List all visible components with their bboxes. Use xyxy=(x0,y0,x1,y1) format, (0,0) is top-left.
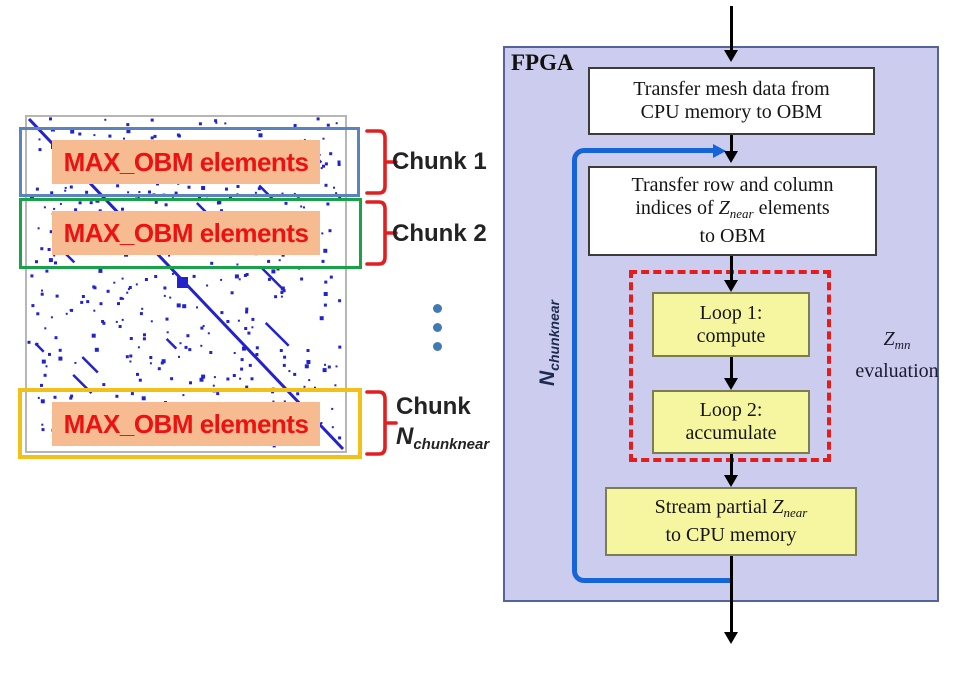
chunkN-outline xyxy=(18,388,362,459)
step-loop2-accumulate: Loop 2: accumulate xyxy=(652,390,810,454)
chunkN-brace xyxy=(365,390,398,456)
step-loop1-compute: Loop 1: compute xyxy=(652,292,810,357)
entry-arrowhead-icon xyxy=(724,50,738,62)
step-stream-partial: Stream partial Znear to CPU memory xyxy=(605,487,857,556)
exit-arrow-line xyxy=(729,556,733,633)
max-obm-label-3: MAX_OBM elements xyxy=(52,402,320,446)
step-transfer-mesh: Transfer mesh data from CPU memory to OB… xyxy=(588,67,875,135)
ellipsis-dot-2 xyxy=(433,323,442,332)
chunkN-label-line1: Chunk xyxy=(396,393,471,420)
step-loop1-line2: compute xyxy=(696,324,766,347)
chunk1-label: Chunk 1 xyxy=(392,148,487,175)
step-transfer-mesh-line2: CPU memory to OBM xyxy=(640,101,823,123)
chunk-loop-arrowhead-icon xyxy=(713,144,726,158)
chunk2-outline xyxy=(19,198,362,269)
arrow-line-4 xyxy=(729,454,733,476)
step-transfer-indices-line3: to OBM xyxy=(699,225,766,247)
max-obm-label-2: MAX_OBM elements xyxy=(52,211,320,255)
step-transfer-mesh-line1: Transfer mesh data from xyxy=(633,78,830,100)
arrow-line-3 xyxy=(729,357,733,379)
zmn-symbol: Zmn xyxy=(883,328,911,352)
chunk1-brace xyxy=(365,129,398,195)
step-loop2-line1: Loop 2: xyxy=(699,399,763,421)
chunk-loop-arrow-bottom xyxy=(719,578,732,583)
chunkN-label-line2: Nchunknear xyxy=(396,423,490,453)
chunkN-label: Chunk Nchunknear xyxy=(396,392,489,460)
arrowhead-icon-1 xyxy=(724,151,738,163)
exit-arrowhead-icon xyxy=(724,632,738,644)
arrow-line-2 xyxy=(729,256,733,281)
loop-count-label: Nchunknear xyxy=(536,300,562,386)
arrow-line-1 xyxy=(729,135,733,152)
step-transfer-indices-line1: Transfer row and column xyxy=(631,174,834,196)
step-transfer-indices: Transfer row and column indices of Znear… xyxy=(588,166,877,256)
ellipsis-dot-3 xyxy=(433,342,442,351)
chunk2-label: Chunk 2 xyxy=(392,220,487,247)
step-transfer-indices-line2: indices of Znear elements xyxy=(635,197,830,221)
ellipsis-dot-1 xyxy=(433,304,442,313)
zmn-evaluation-word: evaluation xyxy=(855,360,939,382)
step-stream-line2: to CPU memory xyxy=(665,524,797,546)
arrowhead-icon-3 xyxy=(724,378,738,390)
arrowhead-icon-2 xyxy=(724,280,738,292)
chunk1-outline xyxy=(19,127,360,197)
step-loop2-line2: accumulate xyxy=(685,422,777,444)
step-loop1-line1: Loop 1: xyxy=(699,301,763,324)
zmn-evaluation-annotation: Zmn evaluation xyxy=(845,326,949,384)
max-obm-label-1: MAX_OBM elements xyxy=(52,140,320,184)
arrowhead-icon-4 xyxy=(724,475,738,487)
chunk-loop-arrow xyxy=(572,148,719,583)
entry-arrow-line xyxy=(729,6,733,52)
step-stream-line1: Stream partial Znear xyxy=(654,496,808,520)
chunk2-brace xyxy=(365,200,398,266)
fpga-label: FPGA xyxy=(511,50,574,75)
